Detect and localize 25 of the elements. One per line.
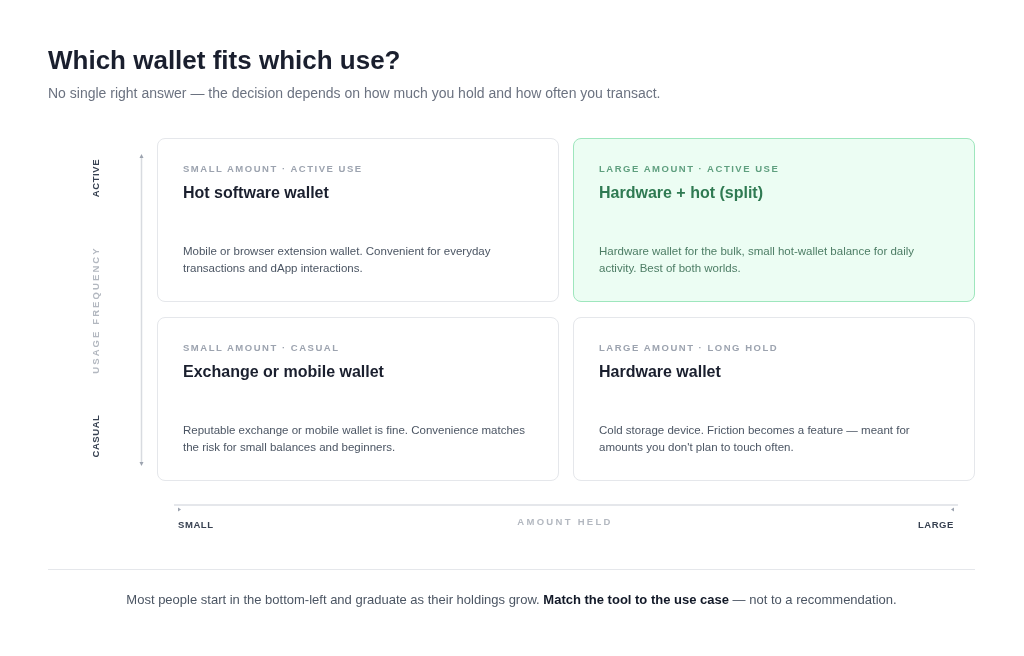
axis-end-label: LARGE bbox=[917, 518, 954, 532]
card-kicker: LARGE AMOUNT · ACTIVE USE bbox=[599, 163, 780, 175]
axis-end-label: SMALL bbox=[178, 518, 214, 532]
footer-note: Most people start in the bottom-left and graduate as their holdings grow. Match the tool to the use case — not to a recommendation. bbox=[126, 592, 897, 608]
card-kicker: SMALL AMOUNT · CASUAL bbox=[183, 342, 340, 354]
subtitle: No single right answer — the decision depends on how much you hold and how often you transact. bbox=[48, 84, 661, 103]
card-description: Reputable exchange or mobile wallet is fine. Convenience matches the risk for small balances and beginners. bbox=[183, 423, 526, 455]
card-description: Mobile or browser extension wallet. Convenient for everyday transactions and dApp interactions. bbox=[183, 244, 492, 276]
quadrant-card bbox=[573, 317, 975, 481]
card-description: Cold storage device. Friction becomes a feature — meant for amounts you don't plan to touch often. bbox=[599, 423, 911, 455]
quadrant-card bbox=[157, 317, 559, 481]
quadrant-card bbox=[573, 138, 975, 302]
axis-end-label: ACTIVE bbox=[88, 158, 102, 198]
card-title: Hot software wallet bbox=[183, 183, 329, 203]
card-title: Hardware + hot (split) bbox=[599, 183, 764, 203]
axis-title: USAGE FREQUENCY bbox=[88, 246, 102, 374]
axis-title: AMOUNT HELD bbox=[517, 515, 613, 529]
axis-end-label: CASUAL bbox=[88, 414, 102, 458]
card-description: Hardware wallet for the bulk, small hot-wallet balance for daily activity. Best of both worlds. bbox=[599, 244, 916, 276]
card-title: Exchange or mobile wallet bbox=[183, 362, 384, 382]
quadrant-card bbox=[157, 138, 559, 302]
card-kicker: LARGE AMOUNT · LONG HOLD bbox=[599, 342, 779, 354]
card-kicker: SMALL AMOUNT · ACTIVE USE bbox=[183, 163, 363, 175]
title: Which wallet fits which use? bbox=[48, 44, 401, 76]
card-title: Hardware wallet bbox=[599, 362, 721, 382]
